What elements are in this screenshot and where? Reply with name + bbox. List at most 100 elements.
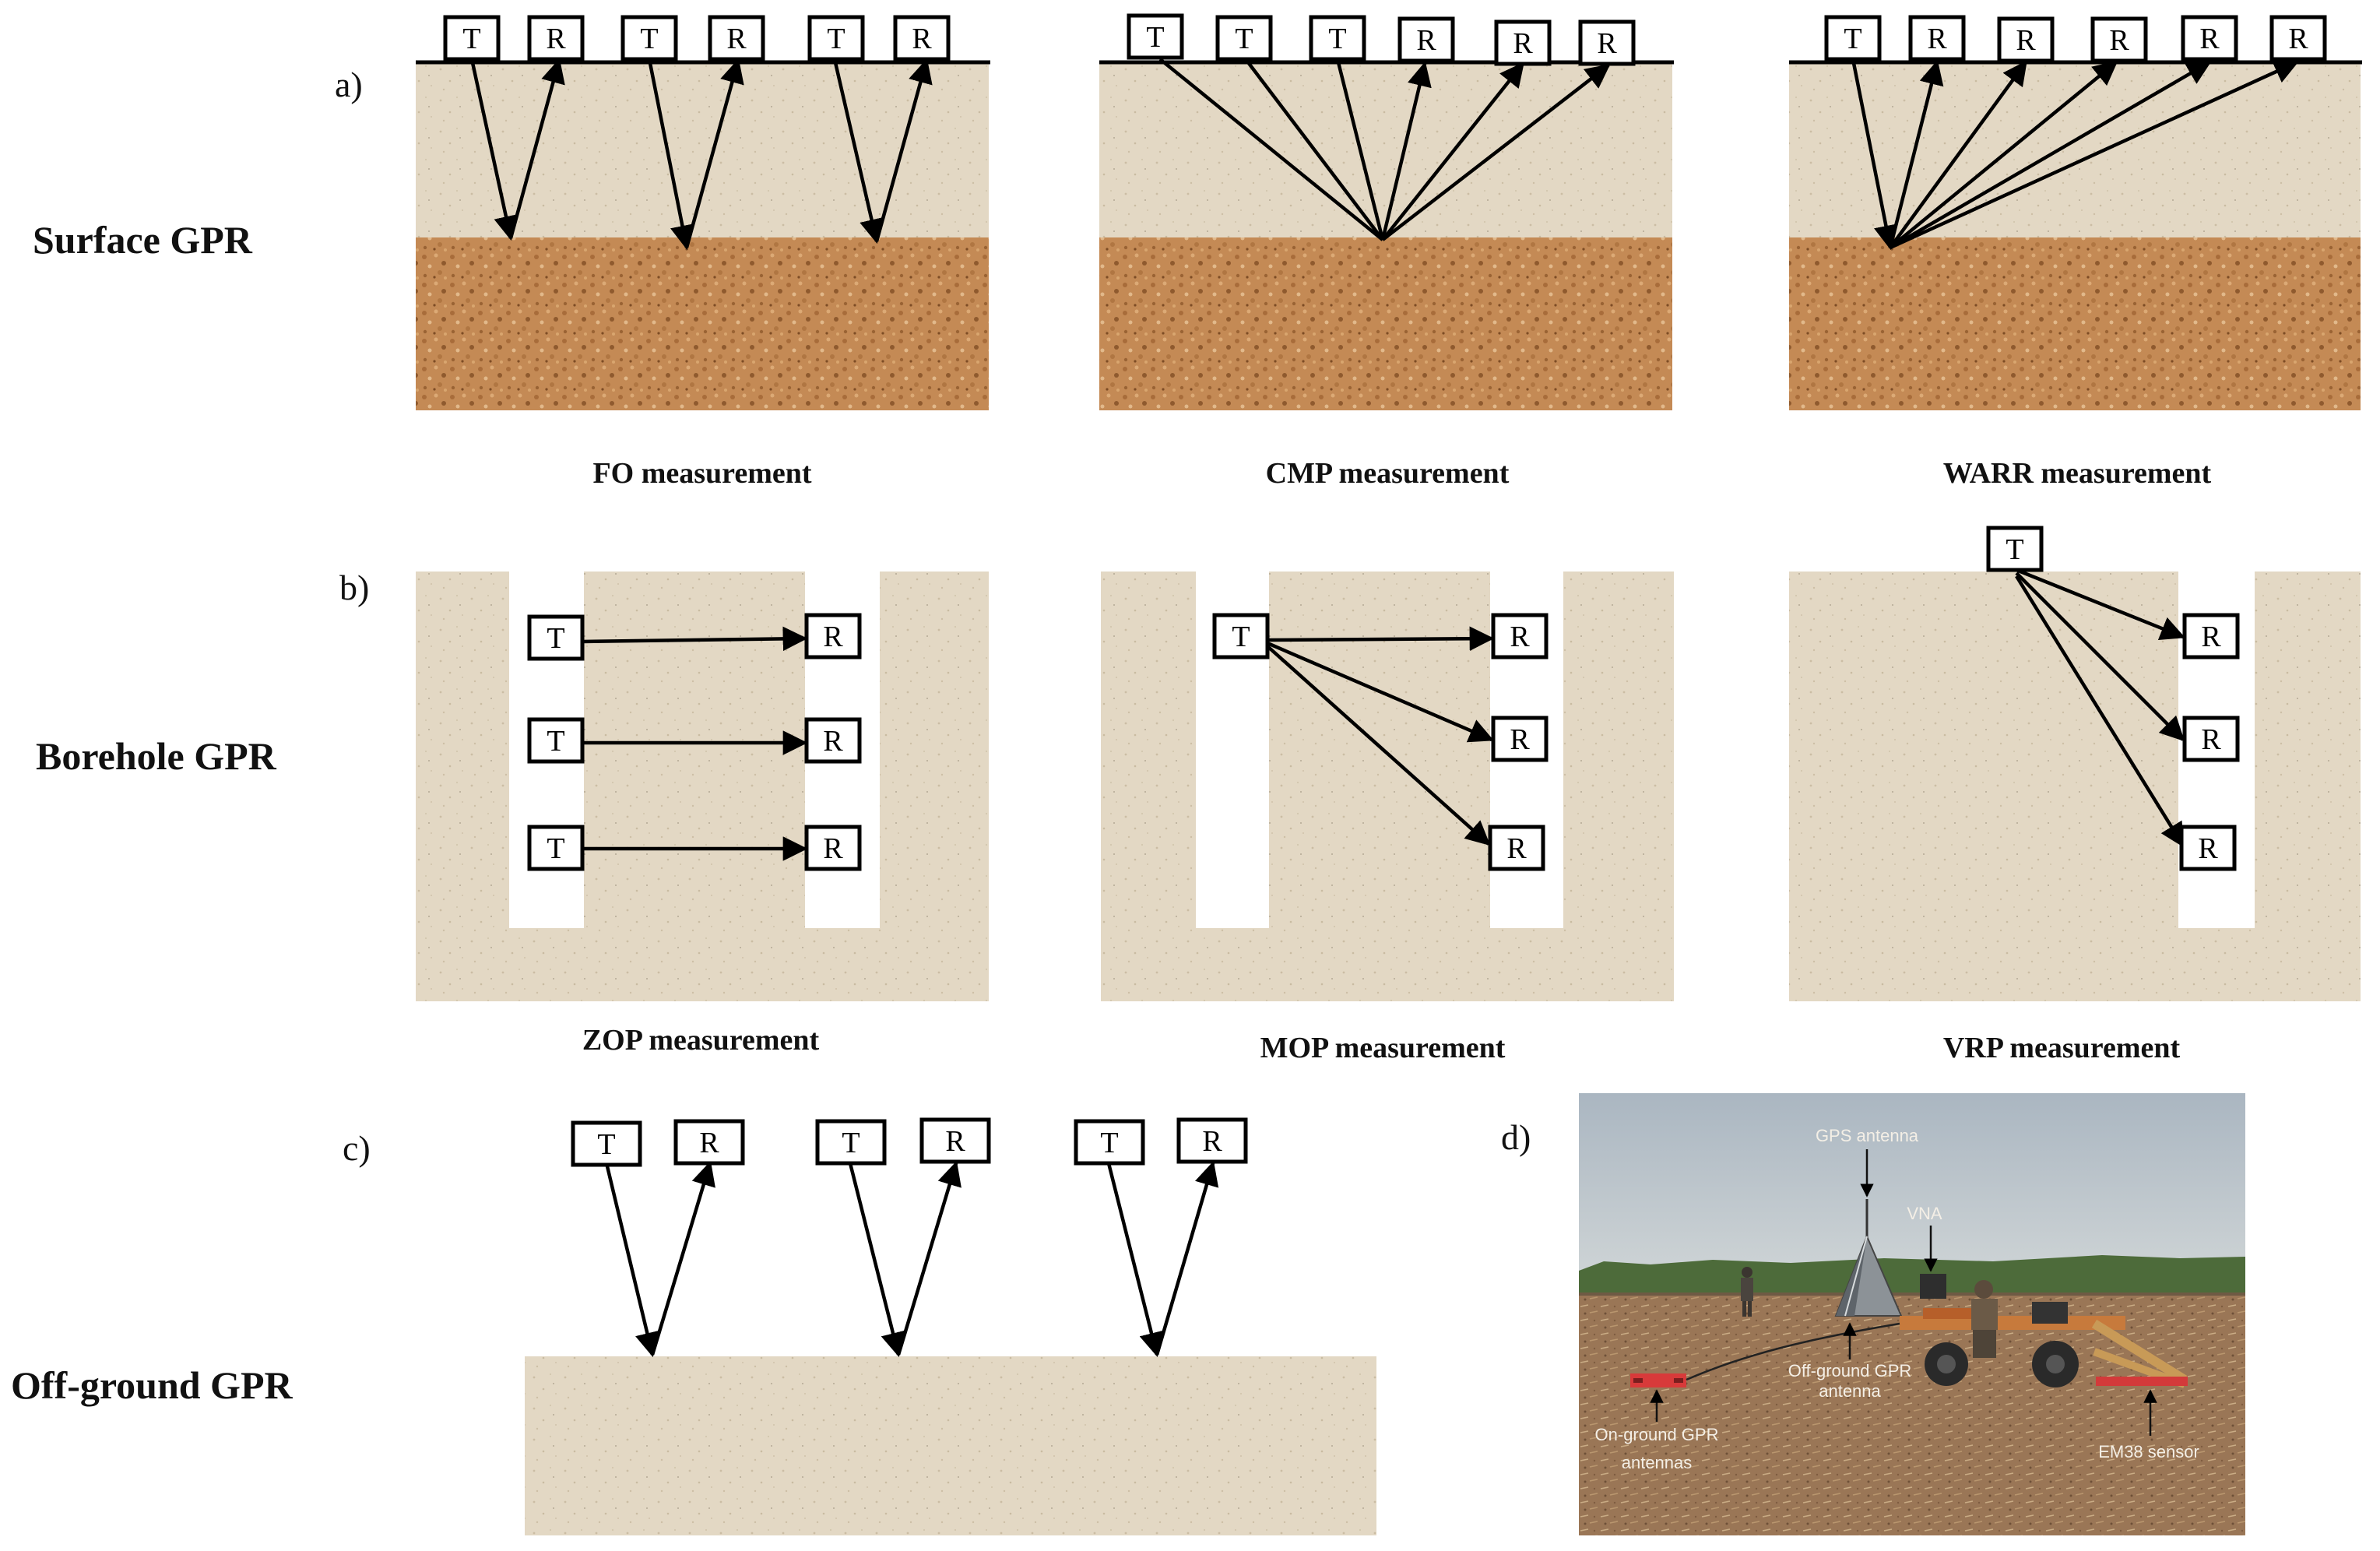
offground-panel: T R T R T R — [525, 1117, 1376, 1535]
svg-text:R: R — [823, 832, 843, 865]
receiver-antenna: R — [2179, 825, 2237, 871]
row-label-surface-gpr: Surface GPR — [33, 218, 253, 262]
ray — [582, 626, 808, 652]
transmitter-antenna: T — [571, 1120, 642, 1167]
transmitter-antenna: T — [1074, 1119, 1145, 1166]
cmp-caption: CMP measurement — [1266, 457, 1510, 490]
receiver-antenna: R — [1491, 716, 1549, 762]
photo-label-offground-antenna-line2: antenna — [1819, 1381, 1881, 1401]
em38-frame-icon — [2091, 1319, 2188, 1388]
ray — [1888, 59, 1944, 248]
photo-label-gps-antenna: GPS antenna — [1816, 1126, 1919, 1145]
field-photo: GPS antenna VNA Off-ground GPR antenna O… — [1579, 1093, 2245, 1535]
transmitter-antenna: T — [1824, 15, 1882, 62]
receiver-antenna: R — [2182, 716, 2240, 762]
ray — [647, 58, 694, 251]
lower-layer — [1789, 237, 2361, 410]
vna-box — [1920, 1274, 1946, 1299]
receiver-antenna: R — [527, 15, 585, 62]
ray — [2016, 568, 2185, 641]
svg-text:T: T — [842, 1127, 860, 1159]
ray — [1267, 626, 1495, 651]
upper-layer — [416, 62, 989, 237]
svg-text:T: T — [597, 1128, 615, 1161]
receiver-antenna: R — [2090, 16, 2148, 63]
svg-text:R: R — [1597, 27, 1617, 60]
ray — [2015, 575, 2185, 848]
row-label-borehole-gpr: Borehole GPR — [36, 734, 277, 778]
svg-text:R: R — [823, 621, 843, 653]
ground-block — [525, 1356, 1376, 1535]
ray — [1158, 58, 1384, 241]
transmitter-antenna: T — [443, 15, 501, 62]
ray — [650, 1160, 715, 1356]
ray — [1889, 61, 2118, 249]
warr-panel: T R R R R R WARR measurement — [1789, 15, 2362, 490]
sky — [1579, 1093, 2245, 1271]
svg-text:R: R — [912, 23, 932, 55]
transmitter-antenna: T — [527, 717, 585, 764]
cmp-panel: T T T R R R CMP measurement — [1099, 13, 1674, 490]
receiver-antenna: R — [2181, 15, 2238, 62]
lower-layer — [1099, 237, 1672, 410]
atv-icon — [1900, 1280, 2125, 1387]
ray — [1267, 641, 1494, 743]
svg-text:R: R — [1416, 24, 1436, 57]
receiver-antenna: R — [2182, 613, 2240, 659]
transmitter-antenna: T — [1215, 15, 1273, 62]
ray — [1890, 60, 2299, 250]
svg-text:T: T — [2006, 533, 2023, 566]
svg-text:T: T — [1844, 23, 1861, 55]
soil-block — [1101, 572, 1674, 1001]
receiver-antenna: R — [804, 717, 862, 764]
vrp-panel: T R R R VRP measurement — [1789, 526, 2361, 1064]
photo-label-onground-antennas-line1: On-ground GPR — [1595, 1425, 1719, 1444]
svg-text:R: R — [2199, 23, 2220, 55]
warr-caption: WARR measurement — [1943, 457, 2212, 490]
fo-panel: T R T R T R FO measurement — [416, 15, 990, 490]
photo-label-onground-antennas-line2: antennas — [1622, 1453, 1693, 1472]
ray — [1889, 61, 2212, 249]
svg-text:R: R — [1927, 23, 1947, 55]
receiver-antenna: R — [2269, 15, 2327, 62]
ray — [508, 58, 565, 239]
svg-text:R: R — [546, 23, 566, 55]
svg-text:T: T — [547, 622, 564, 655]
ray — [1380, 61, 1432, 241]
photo-label-offground-antenna-line1: Off-ground GPR — [1788, 1361, 1912, 1380]
receiver-antenna: R — [804, 613, 862, 659]
zop-caption: ZOP measurement — [582, 1024, 820, 1057]
ray — [896, 1160, 961, 1356]
receiver-antenna: R — [1908, 15, 1966, 62]
svg-text:R: R — [2288, 23, 2308, 55]
svg-text:T: T — [640, 23, 658, 55]
svg-text:T: T — [1100, 1127, 1118, 1159]
upper-layer — [1099, 62, 1672, 237]
svg-text:R: R — [2198, 832, 2218, 865]
receiver-antenna: R — [1578, 19, 1636, 66]
transmitter-antenna: T — [815, 1119, 887, 1166]
transmitter-antenna: T — [1309, 15, 1366, 62]
ray — [848, 1162, 905, 1358]
offground-antenna-icon — [1834, 1199, 1903, 1317]
receiver-antenna: R — [708, 15, 765, 62]
ray — [1106, 1162, 1164, 1358]
receiver-antenna: R — [919, 1117, 991, 1164]
panel-letter-c: c) — [343, 1128, 371, 1168]
person-icon — [1741, 1267, 1753, 1317]
svg-text:R: R — [823, 725, 843, 758]
svg-text:T: T — [462, 23, 480, 55]
svg-text:R: R — [1513, 27, 1533, 60]
photo-label-vna: VNA — [1907, 1204, 1942, 1223]
svg-text:R: R — [1510, 723, 1530, 756]
panel-letter-a: a) — [335, 65, 363, 104]
svg-text:T: T — [1146, 21, 1164, 54]
lower-layer — [416, 237, 989, 410]
ray — [1266, 645, 1491, 846]
onground-antennas-icon — [1630, 1322, 1900, 1387]
mop-panel: T R R R MOP measurement — [1101, 572, 1674, 1064]
transmitter-antenna: T — [620, 15, 678, 62]
transmitter-antenna: T — [1212, 613, 1270, 659]
ray — [1335, 58, 1385, 241]
svg-text:T: T — [1232, 621, 1250, 653]
